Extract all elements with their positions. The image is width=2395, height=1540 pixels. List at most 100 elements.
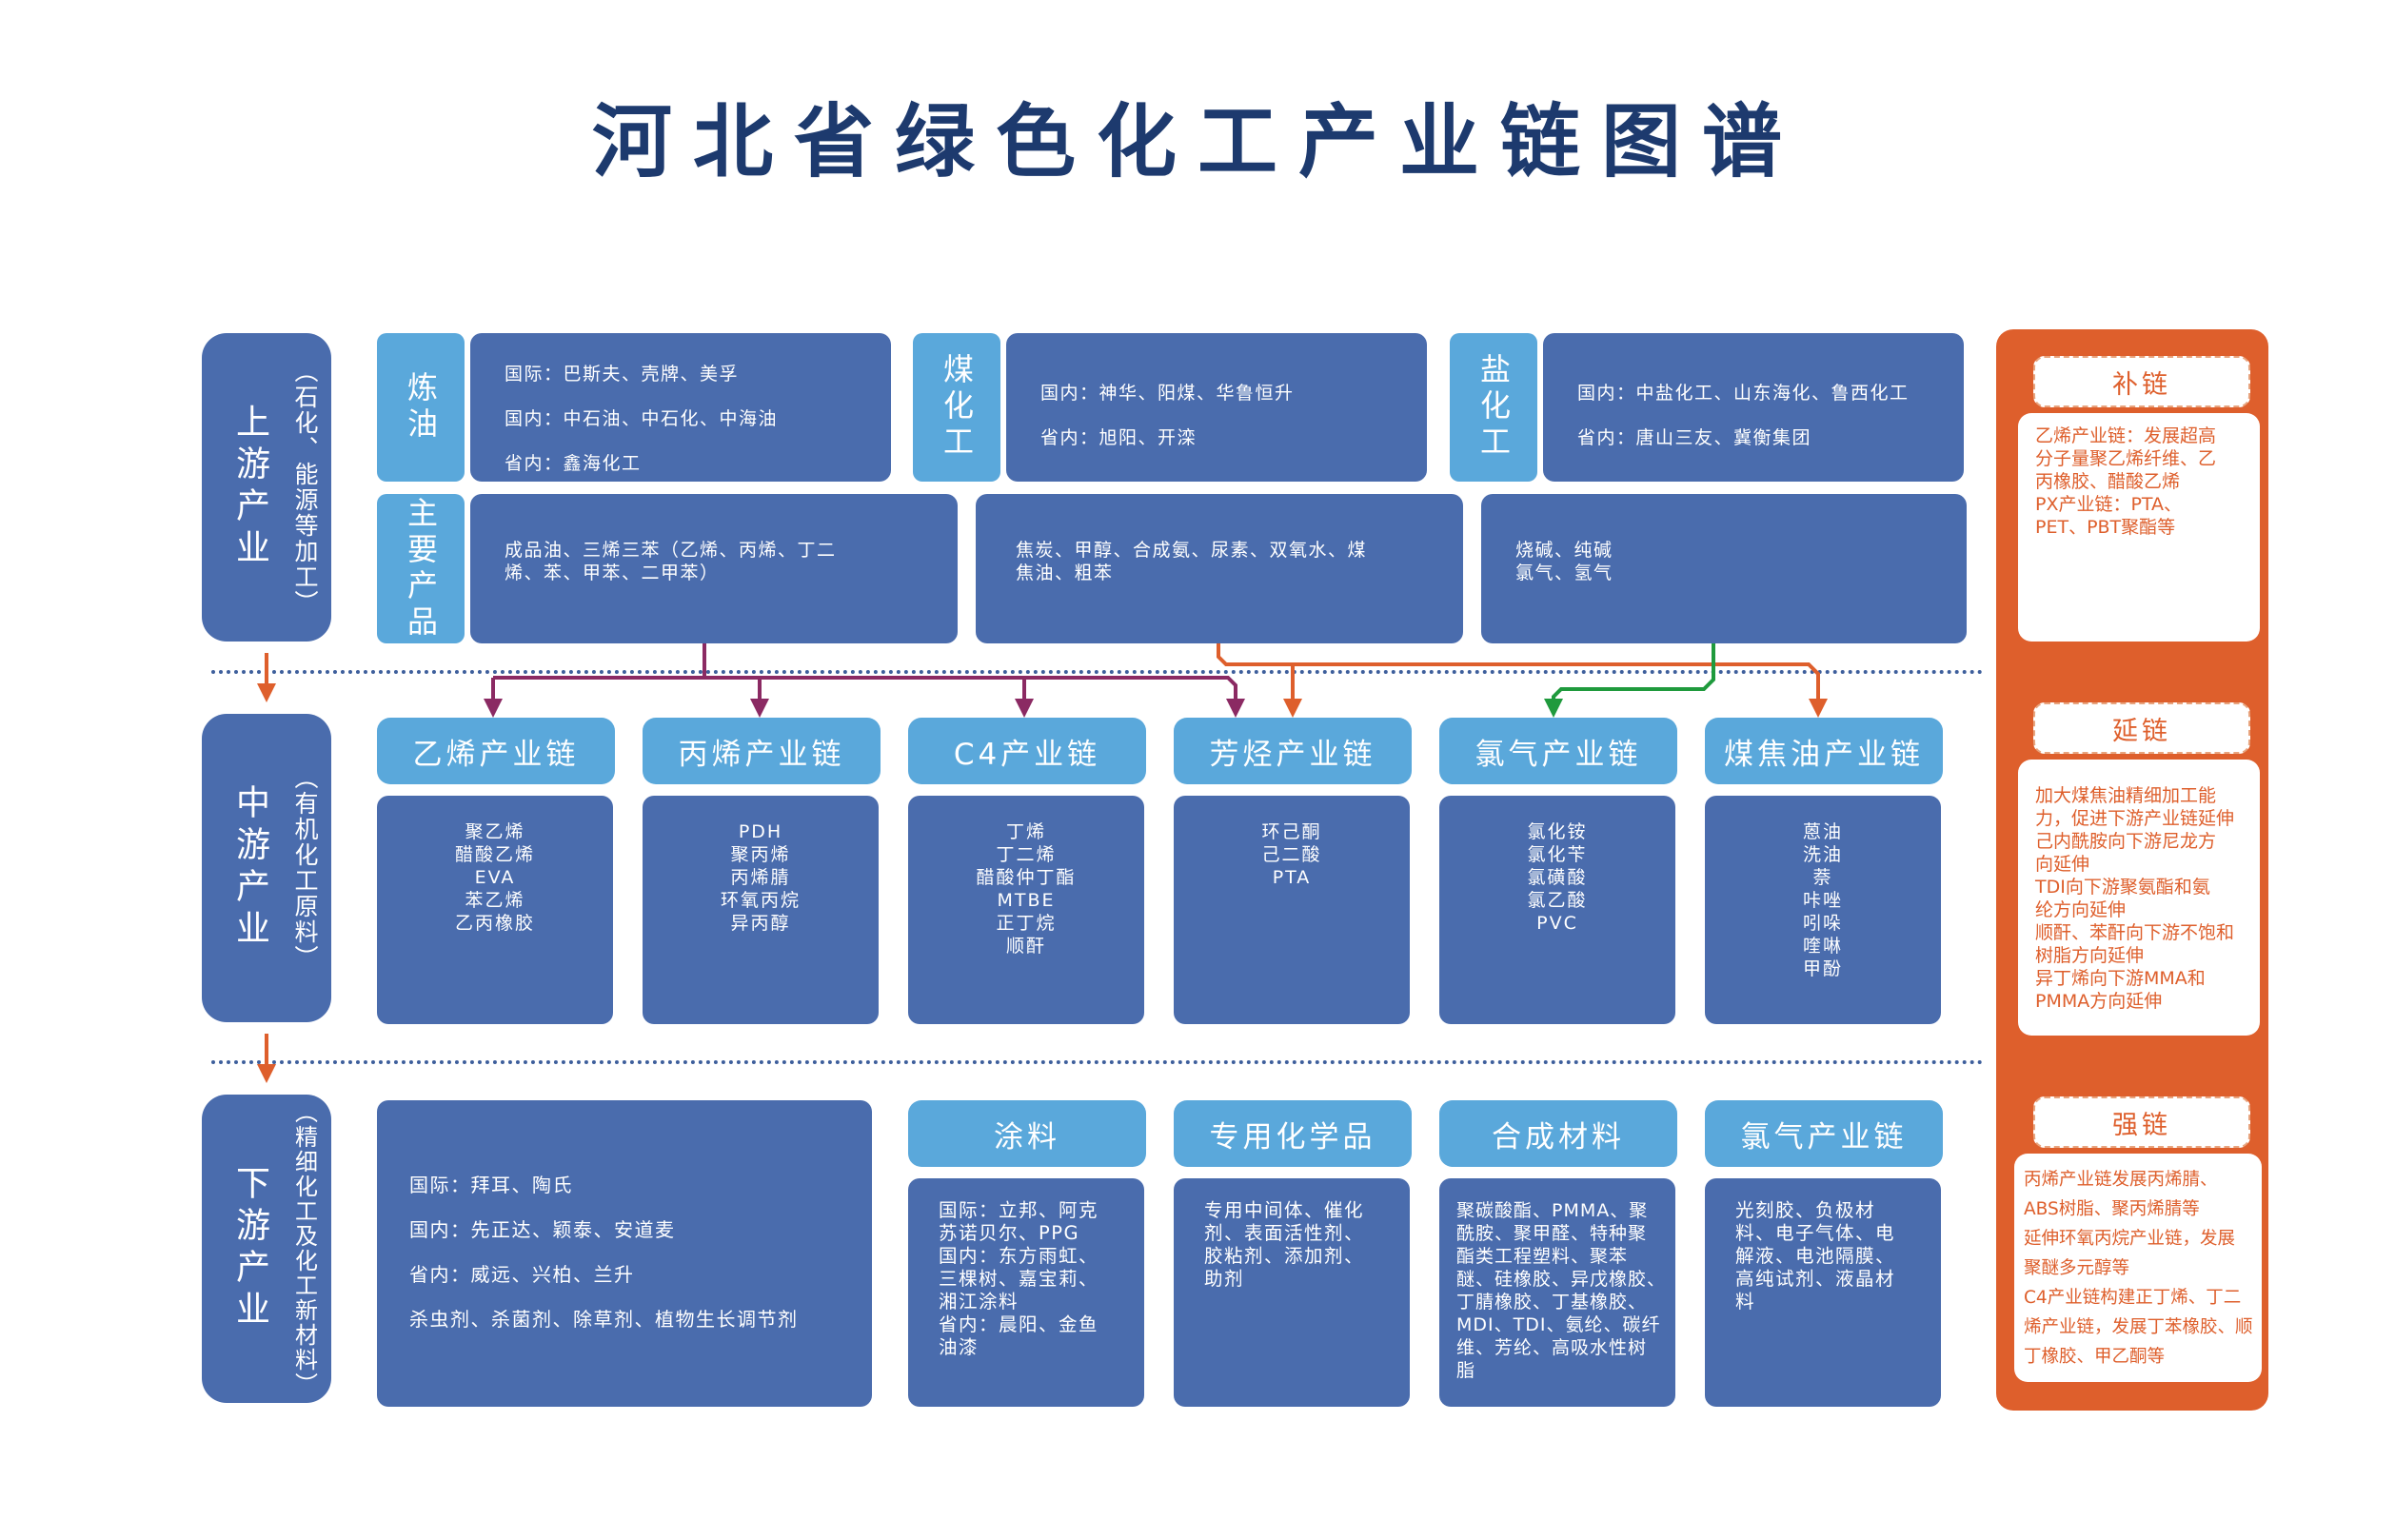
- refining-line: 国际：巴斯夫、壳牌、美孚: [505, 364, 740, 385]
- salt-label: 盐化工: [1450, 333, 1537, 482]
- category-box: 专用中间体、催化 剂、表面活性剂、 胶粘剂、添加剂、 助剂: [1174, 1178, 1410, 1407]
- category-line: 油漆: [939, 1336, 980, 1358]
- chain-item: 环氧丙烷: [720, 890, 801, 911]
- product-box: 烧碱、纯碱 氯气、氢气: [1481, 494, 1967, 643]
- sidebar-line: 丙烯产业链发展丙烯腈、: [2024, 1170, 2218, 1190]
- category-box: 光刻胶、负极材 料、电子气体、电 解液、电池隔膜、 高纯试剂、液晶材 料: [1705, 1178, 1941, 1407]
- category-line: 解液、电池隔膜、: [1735, 1245, 1896, 1267]
- salt-line: 国内：中盐化工、山东海化、鲁西化工: [1577, 383, 1910, 404]
- downstream-stage-name: 下游产业: [230, 1165, 269, 1333]
- chain-box: 蒽油 洗油 萘 咔唑 吲哚 喹啉 甲酚: [1705, 796, 1941, 1024]
- chain-item: 醋酸乙烯: [454, 844, 535, 865]
- refining-label: 炼油: [377, 333, 465, 482]
- upstream-divider: [211, 670, 1984, 674]
- chain-item: 乙丙橡胶: [454, 913, 535, 934]
- pesticide-line: 省内：威远、兴柏、兰升: [409, 1263, 635, 1286]
- chain-header: 氯气产业链: [1439, 718, 1677, 784]
- product-line: 氯气、氢气: [1515, 563, 1613, 583]
- product-line: 烧碱、纯碱: [1515, 540, 1613, 561]
- category-line: 三棵树、嘉宝莉、: [939, 1268, 1099, 1290]
- sidebar-line: C4产业链构建正丁烯、丁二: [2024, 1288, 2242, 1308]
- sidebar-line: 向延伸: [2035, 854, 2090, 875]
- sidebar-line: 烯产业链，发展丁苯橡胶、顺: [2024, 1317, 2253, 1337]
- chain-box: 丁烯 丁二烯 醋酸仲丁酯 MTBE 正丁烷 顺酐: [908, 796, 1144, 1024]
- category-header: 氯气产业链: [1705, 1100, 1943, 1167]
- sidebar-section-panel: 乙烯产业链：发展超高 分子量聚乙烯纤维、乙 丙橡胶、醋酸乙烯 PX产业链：PTA…: [2018, 413, 2260, 642]
- sidebar-line: 异丁烯向下游MMA和: [2035, 968, 2206, 989]
- downstream-stage: 下游产业 （精细化工及化工新材料）: [202, 1095, 331, 1403]
- coal-connector: [1217, 643, 1828, 718]
- pesticide-line: 杀虫剂、杀菌剂、除草剂、植物生长调节剂: [409, 1308, 799, 1331]
- category-line: 维、芳纶、高吸水性树: [1456, 1337, 1648, 1358]
- chain-item: 甲酚: [1802, 958, 1843, 979]
- sidebar-section-panel: 加大煤焦油精细加工能 力，促进下游产业链延伸 己内酰胺向下游尼龙方 向延伸 TD…: [2018, 760, 2260, 1036]
- chain-header: 煤焦油产业链: [1705, 718, 1943, 784]
- category-line: 湘江涂料: [939, 1291, 1019, 1313]
- category-line: 胶粘剂、添加剂、: [1204, 1245, 1365, 1267]
- downstream-stage-sub: （精细化工及化工新材料）: [290, 1100, 318, 1397]
- category-line: 料: [1735, 1291, 1756, 1313]
- category-header: 合成材料: [1439, 1100, 1677, 1167]
- sidebar-line: 延伸环氧丙烷产业链，发展: [2024, 1229, 2236, 1249]
- refining-line: 国内：中石油、中石化、中海油: [505, 408, 779, 429]
- chain-item: 氯化铵: [1527, 821, 1588, 842]
- chain-item: 聚丙烯: [730, 844, 791, 865]
- sidebar-section-panel: 丙烯产业链发展丙烯腈、 ABS树脂、聚丙烯腈等 延伸环氧丙烷产业链，发展 聚醚多…: [2014, 1154, 2262, 1382]
- sidebar-line: 乙烯产业链：发展超高: [2035, 425, 2217, 446]
- category-line: 丁腈橡胶、丁基橡胶、: [1456, 1292, 1648, 1313]
- midstream-stage-sub: （有机化工原料）: [291, 765, 319, 971]
- pesticide-box: 国际：拜耳、陶氏 国内：先正达、颖泰、安道麦 省内：威远、兴柏、兰升 杀虫剂、杀…: [377, 1100, 872, 1407]
- product-line: 焦炭、甲醇、合成氨、尿素、双氧水、煤: [1016, 540, 1368, 561]
- chain-item: PTA: [1272, 867, 1312, 888]
- sidebar-line: 树脂方向延伸: [2035, 945, 2145, 966]
- products-label: 主要产品: [377, 494, 465, 643]
- upstream-stage-sub: （石化、能源等加工）: [291, 359, 319, 616]
- category-line: 聚碳酸酯、PMMA、聚: [1456, 1200, 1649, 1221]
- refining-line: 省内：鑫海化工: [505, 453, 642, 474]
- chain-item: 蒽油: [1802, 821, 1843, 842]
- category-line: 助剂: [1204, 1268, 1245, 1290]
- chain-item: 萘: [1812, 867, 1833, 888]
- chain-item: 聚乙烯: [465, 821, 525, 842]
- product-box: 焦炭、甲醇、合成氨、尿素、双氧水、煤 焦油、粗苯: [976, 494, 1463, 643]
- sidebar-line: 丁橡胶、甲乙酮等: [2024, 1347, 2166, 1367]
- category-header: 专用化学品: [1174, 1100, 1412, 1167]
- category-line: 光刻胶、负极材: [1735, 1199, 1876, 1221]
- midstream-divider: [211, 1060, 1984, 1064]
- chain-item: 顺酐: [1005, 936, 1046, 957]
- product-line: 焦油、粗苯: [1016, 563, 1114, 583]
- category-line: MDI、TDI、氨纶、碳纤: [1456, 1314, 1661, 1335]
- upstream-stage-name: 上游产业: [230, 404, 269, 571]
- category-line: 国际：立邦、阿克: [939, 1199, 1099, 1221]
- sidebar-line: 顺酐、苯酐向下游不饱和: [2035, 922, 2235, 943]
- refining-connector: [484, 643, 1245, 718]
- chain-item: 洗油: [1802, 844, 1843, 865]
- midstream-stage-name: 中游产业: [230, 784, 269, 952]
- chain-item: PVC: [1536, 913, 1578, 934]
- pesticide-line: 国际：拜耳、陶氏: [409, 1174, 573, 1196]
- chain-item: 氯化苄: [1527, 844, 1588, 865]
- midstream-stage: 中游产业 （有机化工原料）: [202, 714, 331, 1022]
- chain-item: 吲哚: [1802, 913, 1843, 934]
- sidebar-line: 加大煤焦油精细加工能: [2035, 785, 2217, 806]
- sidebar-section-title: 补链: [2033, 356, 2250, 407]
- category-header: 涂料: [908, 1100, 1146, 1167]
- sidebar-section-title: 延链: [2033, 702, 2250, 754]
- chain-item: 醋酸仲丁酯: [976, 867, 1077, 888]
- chain-item: 氯磺酸: [1527, 867, 1588, 888]
- chain-box: 环己酮 己二酸 PTA: [1174, 796, 1410, 1024]
- sidebar-line: ABS树脂、聚丙烯腈等: [2024, 1199, 2200, 1219]
- category-line: 酯类工程塑料、聚苯: [1456, 1246, 1629, 1267]
- chain-item: 己二酸: [1261, 844, 1322, 865]
- sidebar-line: 丙橡胶、醋酸乙烯: [2035, 471, 2181, 492]
- sidebar-line: 聚醚多元醇等: [2024, 1258, 2130, 1278]
- chain-item: EVA: [474, 867, 516, 888]
- chain-header: C4产业链: [908, 718, 1146, 784]
- chain-header: 芳烃产业链: [1174, 718, 1412, 784]
- coal-box: 国内：神华、阳煤、华鲁恒升 省内：旭阳、开滦: [1006, 333, 1427, 482]
- sidebar-line: PX产业链：PTA、: [2035, 494, 2183, 515]
- sidebar-line: PET、PBT聚酯等: [2035, 517, 2176, 538]
- category-box: 聚碳酸酯、PMMA、聚 酰胺、聚甲醛、特种聚 酯类工程塑料、聚苯 醚、硅橡胶、异…: [1439, 1178, 1675, 1407]
- salt-connector: [1544, 643, 1715, 718]
- category-line: 省内：晨阳、金鱼: [939, 1313, 1099, 1335]
